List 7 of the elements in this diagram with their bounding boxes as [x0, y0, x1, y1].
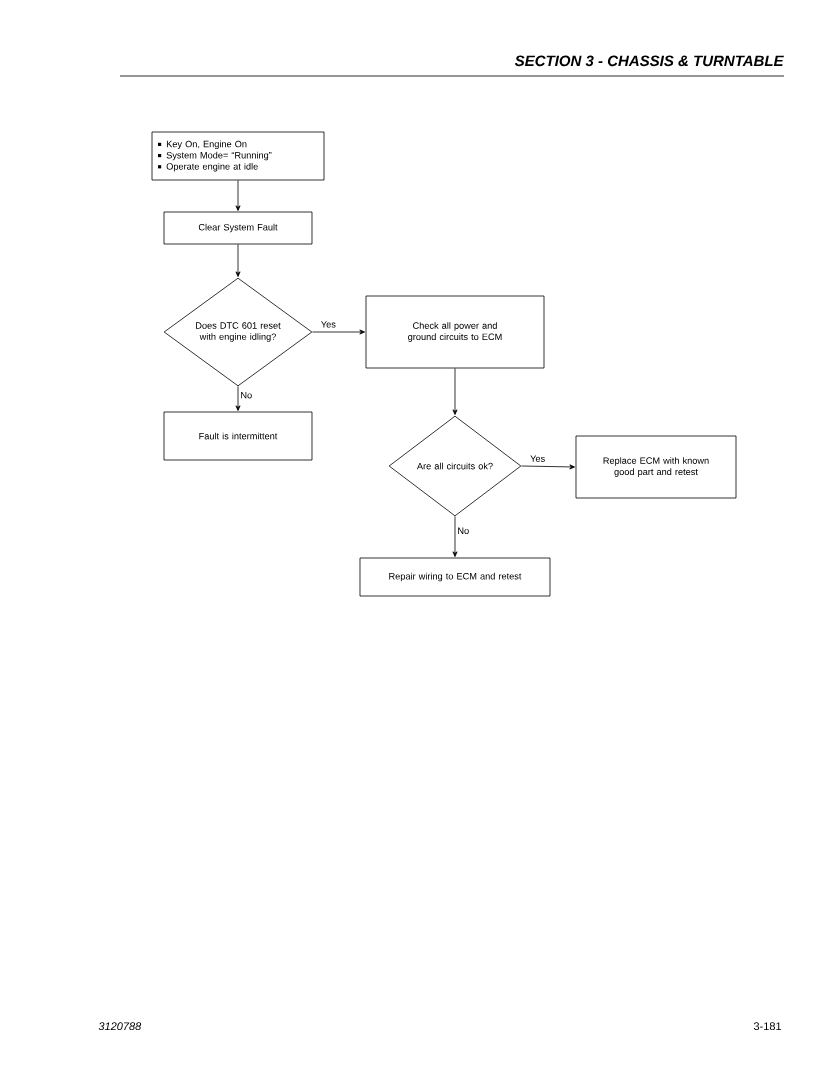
arrow	[521, 464, 575, 470]
arrow	[235, 386, 241, 411]
arrow	[235, 244, 241, 277]
arrow	[235, 180, 241, 211]
arrow	[312, 329, 365, 335]
arrow	[452, 516, 458, 557]
arrow	[452, 368, 458, 415]
